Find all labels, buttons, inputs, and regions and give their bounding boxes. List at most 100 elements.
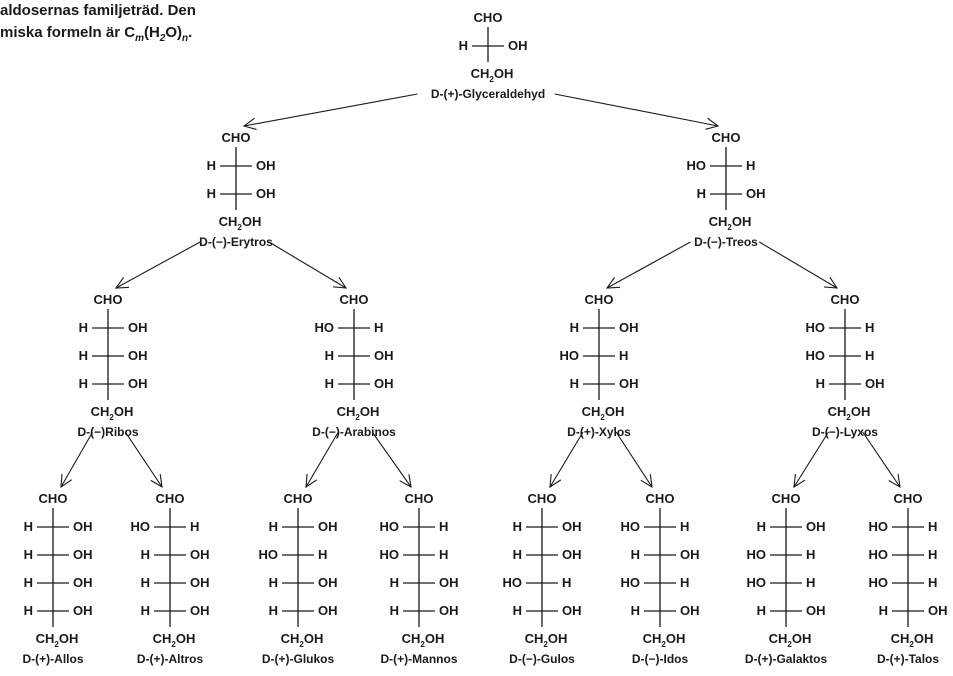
arrow-head — [549, 474, 562, 489]
arrow-head — [150, 474, 163, 489]
hydrogen-label: H — [79, 348, 88, 363]
hydroxyl-label: HO — [747, 575, 767, 590]
hydrogen-label: H — [24, 519, 33, 534]
hydrogen-label: H — [141, 547, 150, 562]
hydroxyl-label: OH — [508, 38, 528, 53]
aldehyde-group: CHO — [894, 491, 923, 506]
derivation-arrow — [268, 241, 347, 289]
hydroxyl-label: OH — [374, 376, 394, 391]
hydroxymethyl-group: CH2OH — [582, 404, 625, 422]
aldehyde-group: CHO — [772, 491, 801, 506]
sugar-name: D-(−)-Arabinos — [312, 425, 396, 439]
hydrogen-label: H — [928, 547, 937, 562]
hydrogen-label: H — [865, 348, 874, 363]
hydroxyl-label: OH — [190, 575, 210, 590]
arrow-head — [824, 276, 839, 289]
hydroxymethyl-group: CH2OH — [281, 631, 324, 649]
hydrogen-label: H — [631, 547, 640, 562]
hydroxyl-label: OH — [128, 320, 148, 335]
derivation-arrow — [554, 93, 719, 127]
hydrogen-label: H — [141, 575, 150, 590]
sugar-name: D-(+)-Glukos — [262, 652, 335, 666]
hydroxyl-label: HO — [503, 575, 523, 590]
sugar-name: D-(−)-Gulos — [509, 652, 575, 666]
hydrogen-label: H — [207, 186, 216, 201]
hydrogen-label: H — [680, 575, 689, 590]
aldehyde-group: CHO — [831, 292, 860, 307]
hydrogen-label: H — [816, 376, 825, 391]
arrow-head — [114, 277, 130, 289]
hydroxymethyl-group: CH2OH — [769, 631, 812, 649]
sugar-name: D-(−)-Lyxos — [812, 425, 878, 439]
hydrogen-label: H — [325, 348, 334, 363]
hydroxyl-label: HO — [621, 519, 641, 534]
derivation-arrow — [60, 431, 94, 488]
hydroxyl-label: OH — [562, 603, 582, 618]
hydroxyl-label: OH — [256, 186, 276, 201]
hydroxymethyl-group: CH2OH — [36, 631, 79, 649]
hydrogen-label: H — [439, 547, 448, 562]
caption-formula-close: O) — [165, 24, 183, 41]
hydroxyl-label: OH — [73, 603, 93, 618]
hydrogen-label: H — [190, 519, 199, 534]
sugar-name: D-(−)-Idos — [632, 652, 689, 666]
derivation-arrow — [371, 431, 412, 488]
hydroxymethyl-group: CH2OH — [828, 404, 871, 422]
hydrogen-label: H — [459, 38, 468, 53]
aldehyde-group: CHO — [646, 491, 675, 506]
hydroxyl-label: HO — [869, 519, 889, 534]
hydrogen-label: H — [374, 320, 383, 335]
hydrogen-label: H — [562, 575, 571, 590]
hydroxyl-label: HO — [380, 519, 400, 534]
hydrogen-label: H — [757, 603, 766, 618]
caption-sub-m: m — [135, 33, 144, 44]
hydrogen-label: H — [570, 320, 579, 335]
hydroxyl-label: OH — [439, 575, 459, 590]
hydrogen-label: H — [318, 547, 327, 562]
hydroxyl-label: HO — [869, 547, 889, 562]
hydroxyl-label: OH — [256, 158, 276, 173]
hydroxymethyl-group: CH2OH — [91, 404, 134, 422]
derivation-arrow — [549, 431, 584, 488]
hydrogen-label: H — [680, 519, 689, 534]
sugar-name: D-(−)-Erytros — [199, 235, 273, 249]
hydrogen-label: H — [806, 575, 815, 590]
hydrogen-label: H — [879, 603, 888, 618]
hydrogen-label: H — [513, 547, 522, 562]
hydrogen-label: H — [570, 376, 579, 391]
aldehyde-group: CHO — [39, 491, 68, 506]
hydrogen-label: H — [619, 348, 628, 363]
hydroxyl-label: OH — [806, 519, 826, 534]
hydroxymethyl-group: CH2OH — [471, 66, 514, 84]
hydroxyl-label: OH — [439, 603, 459, 618]
hydroxyl-label: OH — [318, 519, 338, 534]
aldehyde-group: CHO — [528, 491, 557, 506]
aldehyde-group: CHO — [222, 130, 251, 145]
derivation-arrow — [305, 431, 339, 488]
hydroxyl-label: OH — [318, 603, 338, 618]
aldehyde-group: CHO — [712, 130, 741, 145]
arrow-head — [705, 117, 720, 130]
hydroxyl-label: OH — [73, 547, 93, 562]
hydroxyl-label: OH — [928, 603, 948, 618]
sugar-name: D-(+)-Galaktos — [745, 652, 828, 666]
sugar-name: D-(+)-Allos — [23, 652, 84, 666]
caption-sub-n: n — [182, 33, 189, 44]
arrow-head — [242, 117, 257, 130]
hydroxyl-label: OH — [73, 519, 93, 534]
aldehyde-group: CHO — [405, 491, 434, 506]
derivation-arrow — [115, 241, 201, 289]
diagram-caption: aldosernas familjeträd. Den miska formel… — [0, 0, 196, 50]
sugar-name: D-(+)-Talos — [877, 652, 939, 666]
hydrogen-label: H — [928, 575, 937, 590]
hydrogen-label: H — [865, 320, 874, 335]
hydroxyl-label: HO — [747, 547, 767, 562]
hydroxyl-label: OH — [374, 348, 394, 363]
hydroxymethyl-group: CH2OH — [709, 214, 752, 232]
hydroxyl-label: HO — [315, 320, 335, 335]
